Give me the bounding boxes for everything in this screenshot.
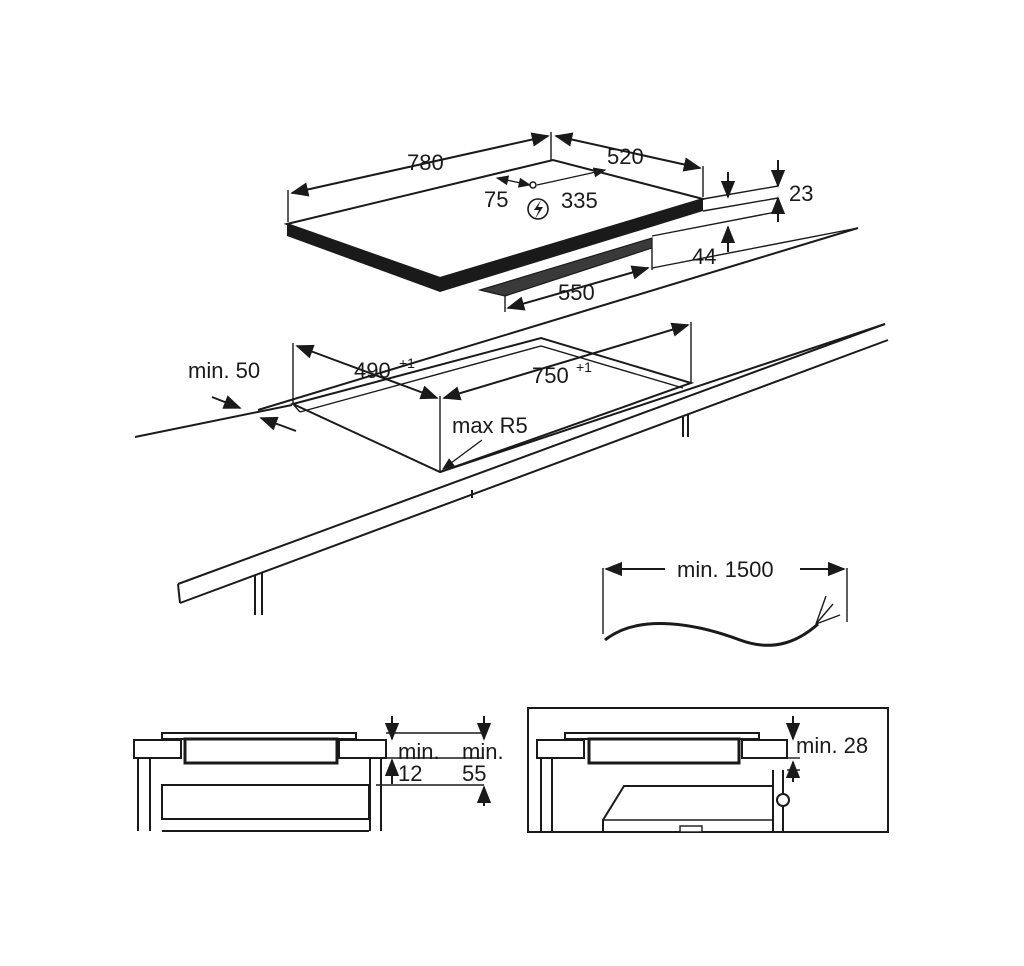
dim-12-label-line1: min. (398, 739, 440, 764)
dim-550-line (506, 265, 650, 311)
dim-28-label: min. 28 (796, 733, 868, 758)
cable-diagram: min. 1500 (602, 557, 848, 647)
cable-wire-ends (815, 595, 841, 625)
cutout-dimensions: min. 50 490 +1 750 +1 max R5 (188, 322, 692, 472)
dim-520-line (554, 132, 702, 172)
dim-750-tolerance: +1 (576, 359, 592, 375)
dim-75-label: 75 (484, 187, 508, 212)
dim-75-line (495, 175, 532, 188)
section-left-panel (161, 784, 370, 820)
dim-44-label: 44 (692, 244, 716, 269)
section-right: min. 28 (527, 707, 889, 833)
dim-12-label-line2: 12 (398, 761, 422, 786)
dim-750-label: 750 (532, 363, 569, 388)
cable-length-label: min. 1500 (677, 557, 774, 582)
section-right-worktop-right (741, 739, 788, 759)
hob-dimensions: 780 520 75 335 23 44 550 (287, 132, 859, 312)
dim-750-line (442, 322, 690, 401)
cable-line (604, 622, 819, 647)
dim-23-label: 23 (789, 181, 813, 206)
lightning-circle-icon (527, 198, 549, 220)
section-right-oven (602, 785, 773, 831)
hob-glass-edge-right (440, 199, 703, 292)
dim-55-label-line2: 55 (462, 761, 486, 786)
section-left-worktop-left (133, 739, 182, 759)
section-left-hob-body (183, 737, 339, 765)
section-right-frame (527, 707, 889, 833)
dim-780-line (290, 132, 550, 197)
dim-520-label: 520 (607, 144, 644, 169)
corner-radius-label: max R5 (452, 413, 528, 438)
section-right-hob-body (587, 737, 741, 765)
hob-glass-edge (287, 224, 440, 292)
cutout-outline (290, 336, 695, 474)
section-right-worktop-left (536, 739, 585, 759)
section-left: min. 12 min. 55 (133, 716, 504, 832)
dim-min50-arrow-b (259, 416, 297, 432)
dim-490-label: 490 (354, 358, 391, 383)
dim-55-label-line1: min. (462, 739, 504, 764)
dim-550-label: 550 (558, 280, 595, 305)
dim-780-label: 780 (407, 150, 444, 175)
dim-490-line (295, 344, 439, 400)
section-left-worktop-right (338, 739, 387, 759)
dim-490-tolerance: +1 (399, 355, 415, 371)
dim-335-label: 335 (561, 188, 598, 213)
corner-radius-leader (441, 439, 483, 470)
dim-min50-label: min. 50 (188, 358, 260, 383)
dim-min50-arrow-a (211, 395, 242, 409)
connection-point (529, 181, 537, 189)
dim-335-line (536, 167, 607, 186)
